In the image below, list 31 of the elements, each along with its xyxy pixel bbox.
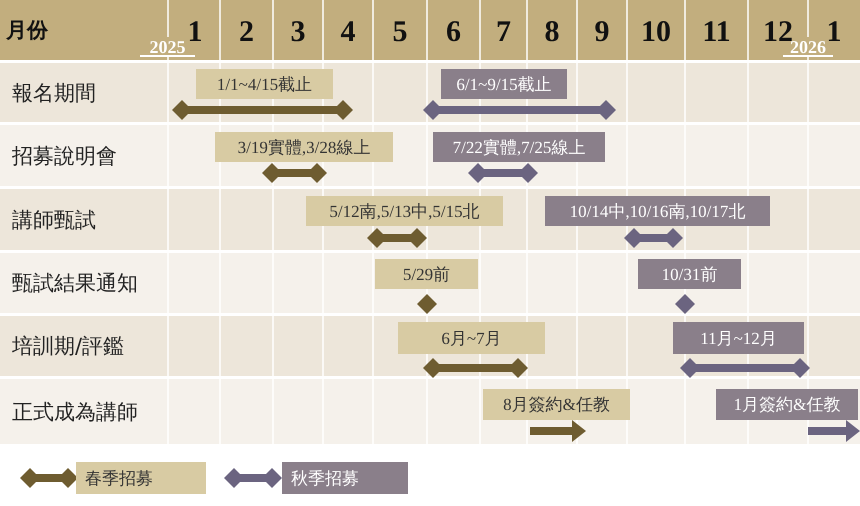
event-label-box: 1月簽約&任教 (716, 389, 858, 420)
event-label-box: 5/12南,5/13中,5/15北 (306, 196, 503, 226)
month-number: 9 (594, 14, 610, 50)
month-number: 8 (544, 14, 560, 50)
event-label-box: 7/22實體,7/25線上 (433, 132, 605, 162)
row-label: 正式成為講師 (12, 398, 139, 426)
row-label: 報名期間 (12, 80, 97, 106)
month-number: 4 (340, 14, 356, 50)
row-label: 甄試結果通知 (12, 270, 139, 297)
event-label-box: 11月~12月 (673, 322, 804, 354)
event-label-box: 6/1~9/15截止 (441, 69, 567, 99)
row-label: 講師甄試 (12, 206, 97, 234)
month-number: 2 (238, 14, 255, 50)
month-number: 3 (290, 14, 306, 50)
row-label: 培訓期/評鑑 (12, 333, 126, 360)
event-label-box: 8月簽約&任教 (483, 389, 630, 420)
month-number: 5 (392, 14, 408, 50)
event-label-box: 10/14中,10/16南,10/17北 (545, 196, 770, 226)
month-number: 6 (445, 14, 462, 50)
legend-label: 秋季招募 (282, 462, 408, 494)
event-label-box: 10/31前 (638, 259, 741, 289)
event-label-box: 3/19實體,3/28線上 (215, 132, 393, 162)
legend-label: 春季招募 (76, 462, 206, 494)
event-label-box: 1/1~4/15截止 (196, 69, 333, 99)
event-label-box: 5/29前 (375, 259, 478, 289)
month-number: 10 (640, 14, 672, 50)
event-label-box: 6月~7月 (398, 322, 545, 354)
row-label: 招募說明會 (12, 142, 118, 170)
header-label: 月份 (6, 17, 50, 44)
month-number: 7 (495, 14, 512, 50)
month-number: 11 (701, 14, 732, 50)
